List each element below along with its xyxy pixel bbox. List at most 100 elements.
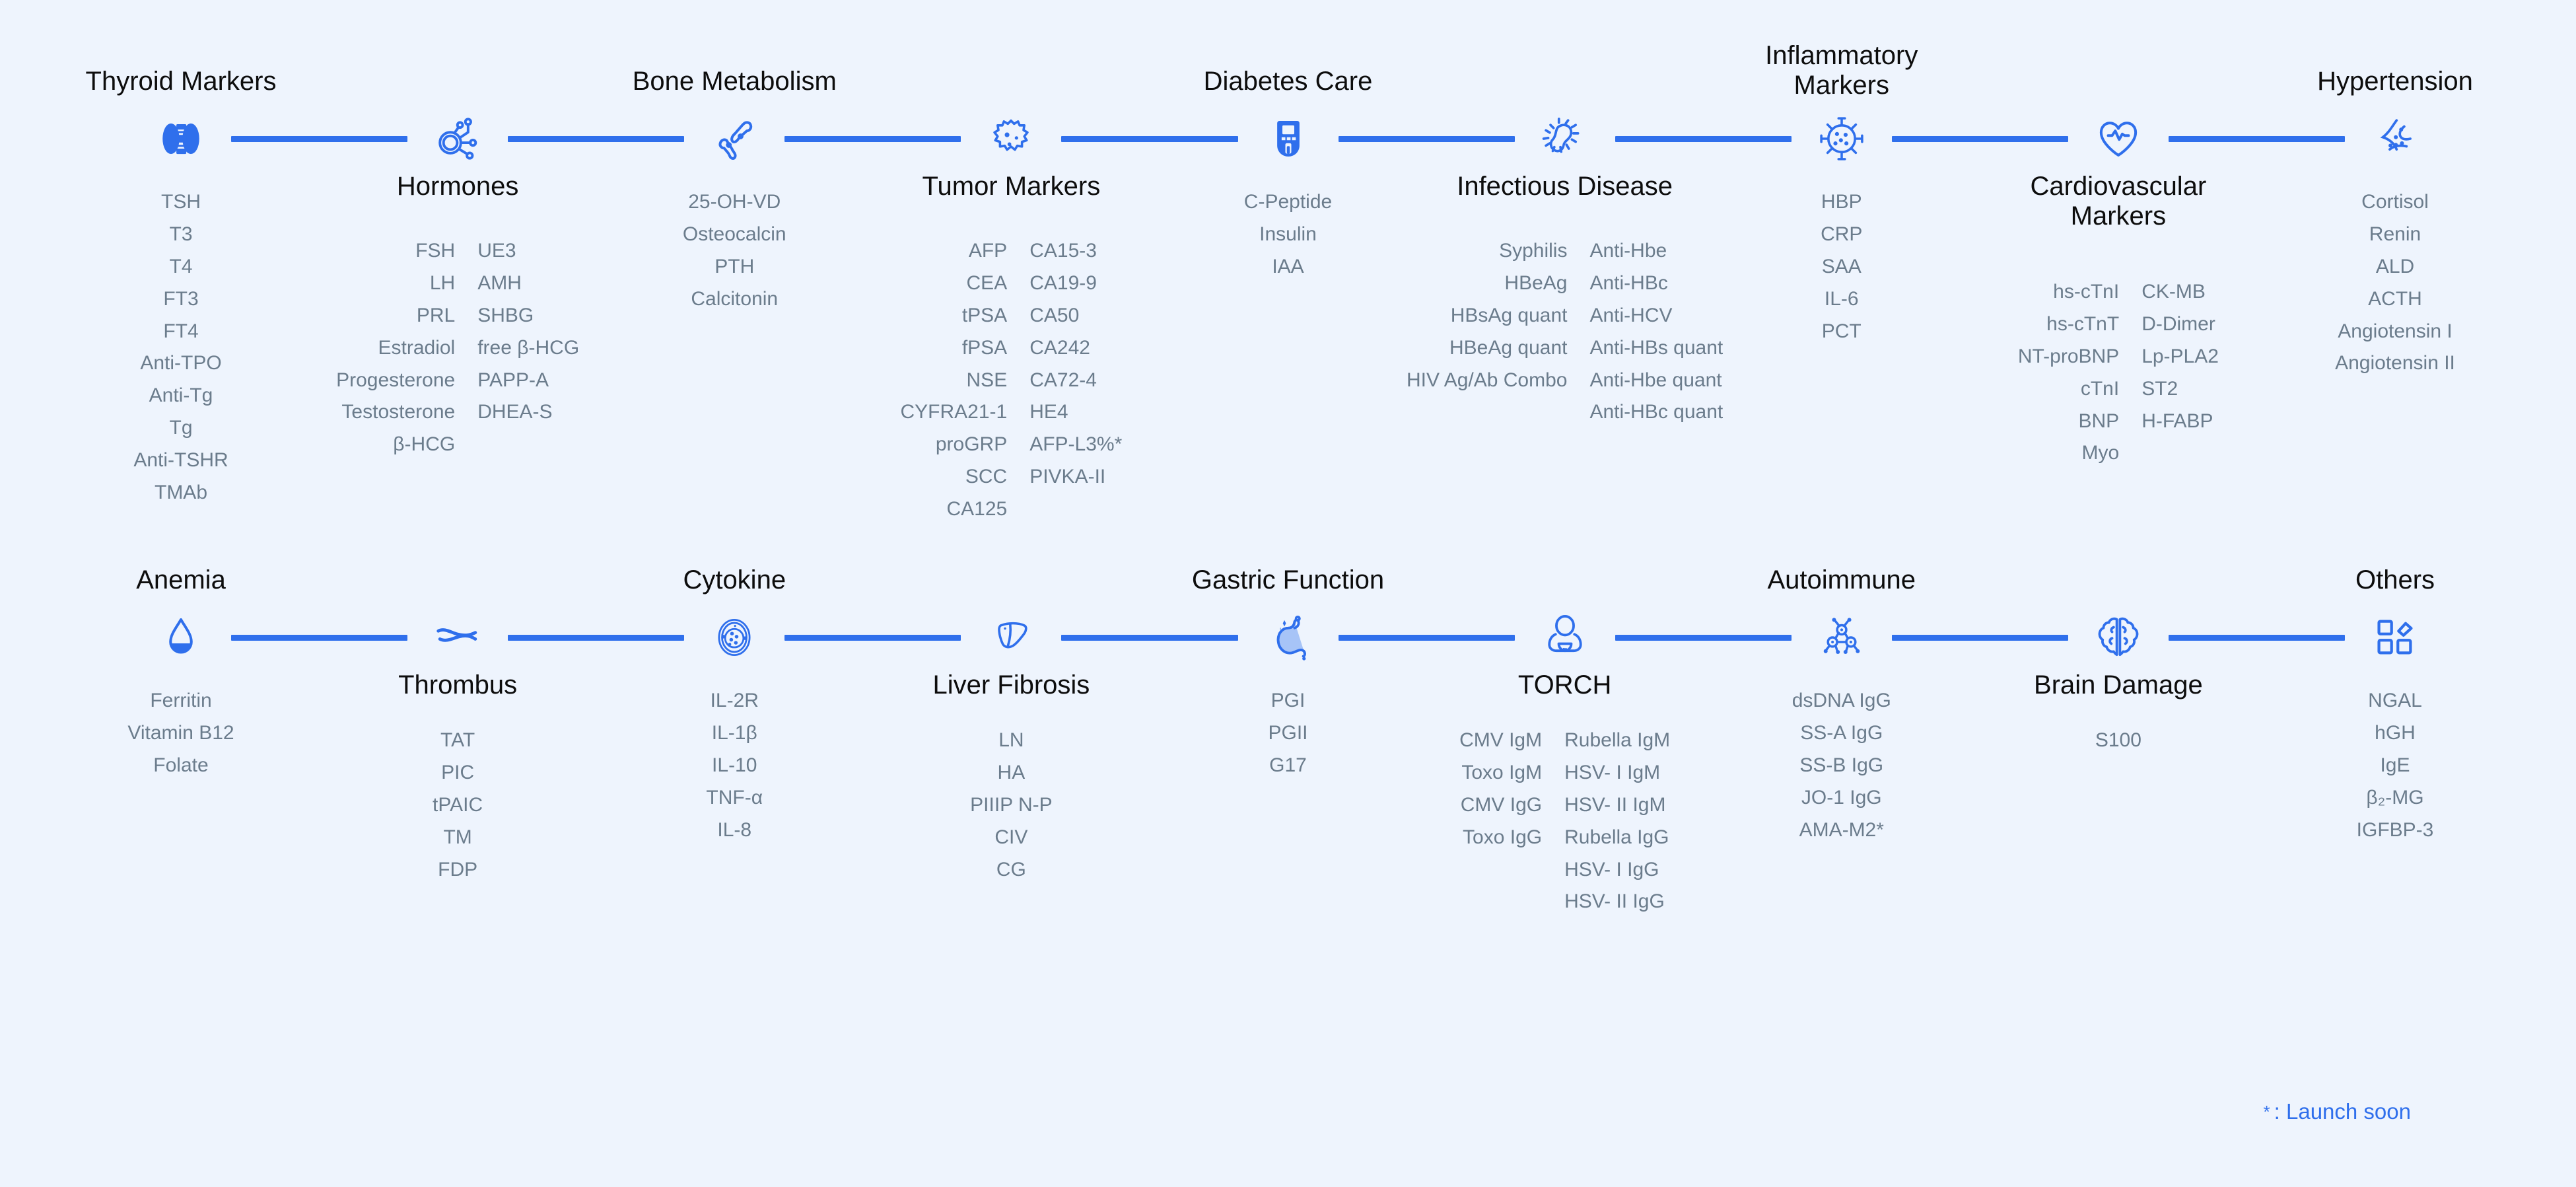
node-bone-metabolism[interactable]: Bone Metabolism 25-OH-VD Osteocalcin PTH	[633, 67, 837, 309]
item: hGH	[2375, 721, 2416, 744]
connector-segment	[508, 634, 685, 641]
node-tumor-markers[interactable]: Tumor Markers AFP CEA tPSA fPSA	[900, 103, 1122, 520]
item: AMH	[477, 271, 522, 294]
node-anemia[interactable]: Anemia Ferritin Vitamin B12 Folate	[127, 565, 234, 776]
items-liver-fibrosis: LN HA PIIIP N-P CIV CG	[970, 725, 1052, 886]
node-gastric-function[interactable]: Gastric Function PGI	[1192, 565, 1384, 776]
item: CK-MB	[2141, 281, 2206, 303]
item: CIV	[994, 826, 1028, 848]
adrenal-nerve-icon	[2371, 114, 2419, 163]
antibody-icon	[1817, 613, 1866, 662]
node-inflammatory-markers[interactable]: Inflammatory Markers HBP	[1765, 41, 1918, 342]
item-column: Cortisol Renin ALD ACTH Angiotensin I An…	[2335, 186, 2455, 380]
glucometer-icon	[1265, 115, 1312, 162]
item-column: HBP CRP SAA IL-6 PCT	[1821, 186, 1862, 347]
node-autoimmune[interactable]: Autoimmune	[1767, 565, 1916, 840]
baby-icon	[1540, 612, 1590, 663]
item-column: NGAL hGH IgE β₂-MG IGFBP-3	[2357, 685, 2434, 846]
liver-icon	[987, 614, 1035, 661]
node-brain-damage[interactable]: Brain Damage S100	[2034, 602, 2203, 751]
item: CA125	[946, 498, 1008, 521]
item: UE3	[477, 240, 516, 262]
items-hormones: FSH LH PRL Estradiol Progesterone Testos…	[336, 235, 579, 461]
brain-icon	[2093, 612, 2143, 663]
item-column: Anti-Hbe Anti-HBc Anti-HCV Anti-HBs quan…	[1589, 235, 1723, 429]
item: IAA	[1272, 255, 1304, 277]
node-cytokine[interactable]: Cytokine	[683, 565, 786, 840]
item: tPAIC	[433, 793, 483, 816]
item: hs-cTnT	[2046, 312, 2120, 335]
marker-row-top: Thyroid Markers TSH T3	[0, 41, 2576, 520]
item: Syphilis	[1499, 240, 1568, 262]
item: Anti-Tg	[149, 384, 213, 407]
blood-drop-icon	[157, 614, 205, 661]
item: IL-10	[712, 754, 757, 776]
heart-pulse-icon	[2093, 114, 2143, 164]
item: FT3	[163, 287, 199, 310]
item-column: TSH T3 T4 FT3 FT4 Anti-TPO Anti-Tg Tg An…	[133, 186, 228, 509]
item: Anti-Hbe	[1589, 240, 1667, 262]
connector-segment	[508, 135, 685, 142]
item: SCC	[965, 466, 1008, 488]
item: β₂-MG	[2366, 786, 2424, 809]
group-title-hormones: Hormones	[396, 172, 519, 201]
item: ACTH	[2368, 287, 2422, 310]
group-title-diabetes-care: Diabetes Care	[1203, 67, 1373, 96]
item: HSV- I IgG	[1564, 858, 1659, 881]
item: Myo	[2081, 442, 2120, 464]
item: DHEA-S	[477, 401, 553, 423]
connector-segment	[1338, 634, 1515, 641]
items-thrombus: TAT PIC tPAIC TM FDP	[433, 725, 483, 886]
node-hypertension[interactable]: Hypertension Cortisol	[2317, 67, 2473, 374]
item: Toxo IgM	[1461, 761, 1543, 783]
item: Ferritin	[150, 690, 212, 711]
node-hormones[interactable]: Hormones	[336, 103, 579, 455]
item: S100	[2095, 729, 2141, 751]
group-title-anemia: Anemia	[136, 565, 226, 595]
node-thyroid-markers[interactable]: Thyroid Markers TSH T3	[86, 67, 277, 503]
node-diabetes-care[interactable]: Diabetes Care C-Peptide I	[1204, 67, 1373, 277]
item: HBeAg	[1504, 271, 1568, 294]
item: Cortisol	[2361, 191, 2429, 213]
item-column: PGI PGII G17	[1268, 685, 1307, 782]
item: HE4	[1029, 401, 1068, 423]
group-title-hypertension: Hypertension	[2317, 67, 2473, 96]
node-torch[interactable]: TORCH CMV IgM Toxo IgM CMV IgG Toxo IgG	[1459, 602, 1670, 912]
node-thrombus[interactable]: Thrombus TAT PIC tPAIC TM FDP	[398, 602, 517, 881]
item: TAT	[440, 729, 475, 751]
node-others[interactable]: Others NGAL hGH IgE β₂-MG IG	[2355, 565, 2435, 840]
bone-icon	[709, 114, 759, 164]
group-title-brain-damage: Brain Damage	[2034, 670, 2203, 700]
item: ALD	[2375, 255, 2415, 277]
item: CA19-9	[1029, 271, 1097, 294]
item: Anti-HBc	[1589, 271, 1668, 294]
group-title-inflammatory-markers: Inflammatory Markers	[1765, 41, 1918, 100]
item: Calcitonin	[691, 287, 779, 310]
connector-segment	[2168, 135, 2345, 142]
item: CMV IgG	[1460, 793, 1543, 816]
item: Anti-HBs quant	[1589, 336, 1723, 359]
item: SHBG	[477, 304, 534, 326]
item: SS-B IgG	[1799, 754, 1884, 776]
node-liver-fibrosis[interactable]: Liver Fibrosis LN HA PIIIP N-P CIV CG	[932, 602, 1090, 881]
group-title-others: Others	[2355, 565, 2435, 595]
item: HIV Ag/Ab Combo	[1407, 369, 1568, 391]
item: PRL	[416, 304, 456, 326]
group-title-tumor-markers: Tumor Markers	[922, 172, 1101, 201]
item: PIC	[441, 761, 475, 783]
item: HBP	[1821, 191, 1862, 213]
item: Renin	[2369, 223, 2421, 245]
item-column: Rubella IgM HSV- I IgM HSV- II IgM Rubel…	[1564, 725, 1670, 918]
modules-icon	[2373, 615, 2418, 660]
hormone-molecule-icon	[432, 113, 483, 164]
items-autoimmune: dsDNA IgG SS-A IgG SS-B IgG JO-1 IgG AMA…	[1792, 685, 1891, 846]
node-infectious-disease[interactable]: Infectious Disease Syphilis HBeAg HBsAg …	[1407, 103, 1723, 423]
item-column: 25-OH-VD Osteocalcin PTH Calcitonin	[683, 186, 786, 316]
node-cardiovascular-markers[interactable]: Cardiovascular Markers hs-cTnI hs-cTnT N…	[2018, 103, 2219, 464]
item: CRP	[1821, 223, 1863, 245]
item-column: CK-MB D-Dimer Lp-PLA2 ST2 H-FABP	[2141, 276, 2219, 470]
item-column: Syphilis HBeAg HBsAg quant HBeAg quant H…	[1407, 235, 1567, 429]
group-title-autoimmune: Autoimmune	[1767, 565, 1916, 595]
connector-segment	[231, 634, 408, 641]
item: AFP	[968, 240, 1008, 262]
